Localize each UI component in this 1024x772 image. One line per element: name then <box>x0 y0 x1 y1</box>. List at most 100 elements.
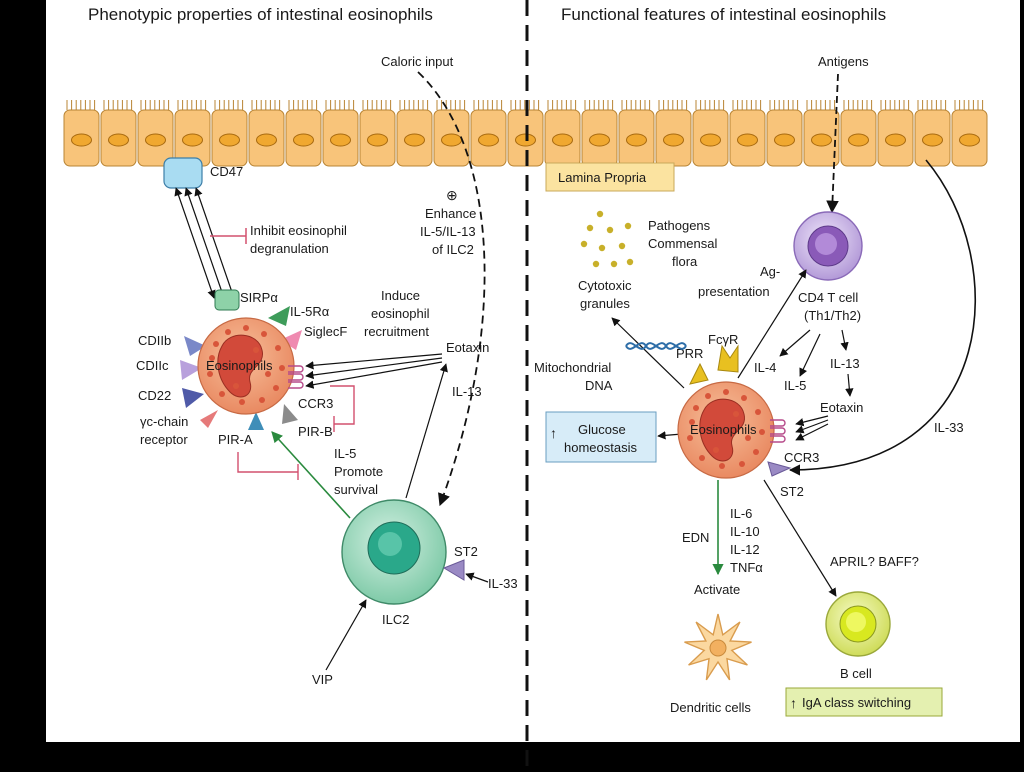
plus-symbol: ⊕ <box>446 187 458 203</box>
inhibit-label-2: degranulation <box>250 241 329 256</box>
april-baff-arrow <box>763 479 837 597</box>
cd4-t-cell <box>793 211 863 281</box>
eosinophil-granule <box>265 371 271 377</box>
eosinophil-granule <box>759 429 765 435</box>
epithelial-nucleus <box>885 133 906 147</box>
microvilli <box>177 100 207 110</box>
microvilli <box>732 100 762 110</box>
epithelial-nucleus <box>293 133 314 147</box>
caloric-input-arrow <box>417 71 486 507</box>
epithelial-nucleus <box>330 133 351 147</box>
edn-label: EDN <box>682 530 709 545</box>
eotaxin-arrow-right-1 <box>795 415 829 427</box>
survival-label: survival <box>334 482 378 497</box>
il5ra-receptor <box>268 306 290 326</box>
eotaxin-arrow-right-2 <box>795 419 829 434</box>
promote-label: Promote <box>334 464 383 479</box>
eosinophil-cell-left <box>197 317 295 415</box>
glucose-up-arrow: ↑ <box>550 425 557 441</box>
tnfa-label: TNFα <box>730 560 763 575</box>
induce-label-2: eosinophil <box>371 306 430 321</box>
epithelial-nucleus <box>552 133 573 147</box>
epithelial-nucleus <box>108 133 129 147</box>
vip-label: VIP <box>312 672 333 687</box>
right-title: Functional features of intestinal eosino… <box>561 5 886 24</box>
ccr3-label-right: CCR3 <box>784 450 819 465</box>
april-baff-label: APRIL? BAFF? <box>830 554 919 569</box>
siglecf-receptor <box>280 330 302 350</box>
mito-label-1: Mitochondrial <box>534 360 611 375</box>
eosinophil-granule <box>209 355 215 361</box>
epithelial-nucleus <box>219 133 240 147</box>
iga-label: IgA class switching <box>802 695 911 710</box>
fcgr-label: FcγR <box>708 332 738 347</box>
pira-inhibit-line <box>237 452 298 473</box>
eotaxin-label-right: Eotaxin <box>820 400 863 415</box>
il4-label: IL-4 <box>754 360 776 375</box>
st2-receptor-ilc2 <box>442 559 465 581</box>
eosinophil-granule <box>741 395 747 401</box>
microvilli <box>806 100 836 110</box>
pathogen-dot <box>606 226 614 234</box>
eotaxin-arrow-right-3 <box>795 423 829 441</box>
il4-arrow <box>779 329 811 357</box>
epithelial-nucleus <box>737 133 758 147</box>
il13-label-left: IL-13 <box>452 384 482 399</box>
eotaxin-arrow-left-2 <box>305 357 443 380</box>
epithelial-nucleus <box>959 133 980 147</box>
il33-label-ilc2: IL-33 <box>488 576 518 591</box>
vip-arrow <box>325 599 367 671</box>
antigens-arrow <box>826 73 839 214</box>
eosinophil-granule <box>219 391 225 397</box>
cd22-receptor <box>182 388 204 408</box>
epithelial-nucleus <box>811 133 832 147</box>
microvilli <box>66 100 96 110</box>
pathogen-dot <box>624 222 632 230</box>
pathogen-dot <box>598 244 606 252</box>
il5-survival-arrow <box>271 431 351 519</box>
cytotoxic-label-1: Cytotoxic <box>578 278 632 293</box>
epithelial-nucleus <box>71 133 92 147</box>
cd47-label: CD47 <box>210 164 243 179</box>
cd4-label-2: (Th1/Th2) <box>804 308 861 323</box>
microvilli <box>140 100 170 110</box>
microvilli <box>436 100 466 110</box>
iga-up-arrow: ↑ <box>790 695 797 711</box>
microvilli <box>103 100 133 110</box>
eosinophil-granule <box>755 409 761 415</box>
epithelial-nucleus <box>700 133 721 147</box>
pathogen-dots <box>580 210 634 268</box>
eosinophil-granule <box>279 365 285 371</box>
eosinophil-cell-right <box>677 381 775 479</box>
il13-to-label-arrow <box>840 329 849 351</box>
iga-box <box>785 687 943 717</box>
pathogens-label-2: Commensal <box>648 236 717 251</box>
enhance-label-1: Enhance <box>425 206 476 221</box>
microvilli <box>880 100 910 110</box>
eosinophil-granule <box>243 325 249 331</box>
il6-label: IL-6 <box>730 506 752 521</box>
il33-arrow-ilc2 <box>465 572 489 583</box>
eosinophils-label-right: Eosinophils <box>690 422 757 437</box>
pathogen-dot <box>618 242 626 250</box>
microvilli <box>658 100 688 110</box>
gc-chain-receptor <box>200 410 218 428</box>
ag-label-2: presentation <box>698 284 770 299</box>
lamina-propria-label: Lamina Propria <box>558 170 647 185</box>
inhibit-label-1: Inhibit eosinophil <box>250 223 347 238</box>
il5ra-label: IL-5Rα <box>290 304 330 319</box>
eosinophil-granule <box>259 397 265 403</box>
ilc2-cell <box>341 499 447 605</box>
il5-label: IL-5 <box>334 446 356 461</box>
eosinophil-granule <box>705 393 711 399</box>
eosinophil-granule <box>207 371 213 377</box>
eosinophil-granule <box>739 461 745 467</box>
microvilli <box>621 100 651 110</box>
microvilli <box>843 100 873 110</box>
pathogen-dot <box>580 240 588 248</box>
il5-arrow <box>799 333 821 377</box>
il13-arrow-left <box>405 363 448 499</box>
epithelial-nucleus <box>404 133 425 147</box>
epithelial-nucleus <box>848 133 869 147</box>
